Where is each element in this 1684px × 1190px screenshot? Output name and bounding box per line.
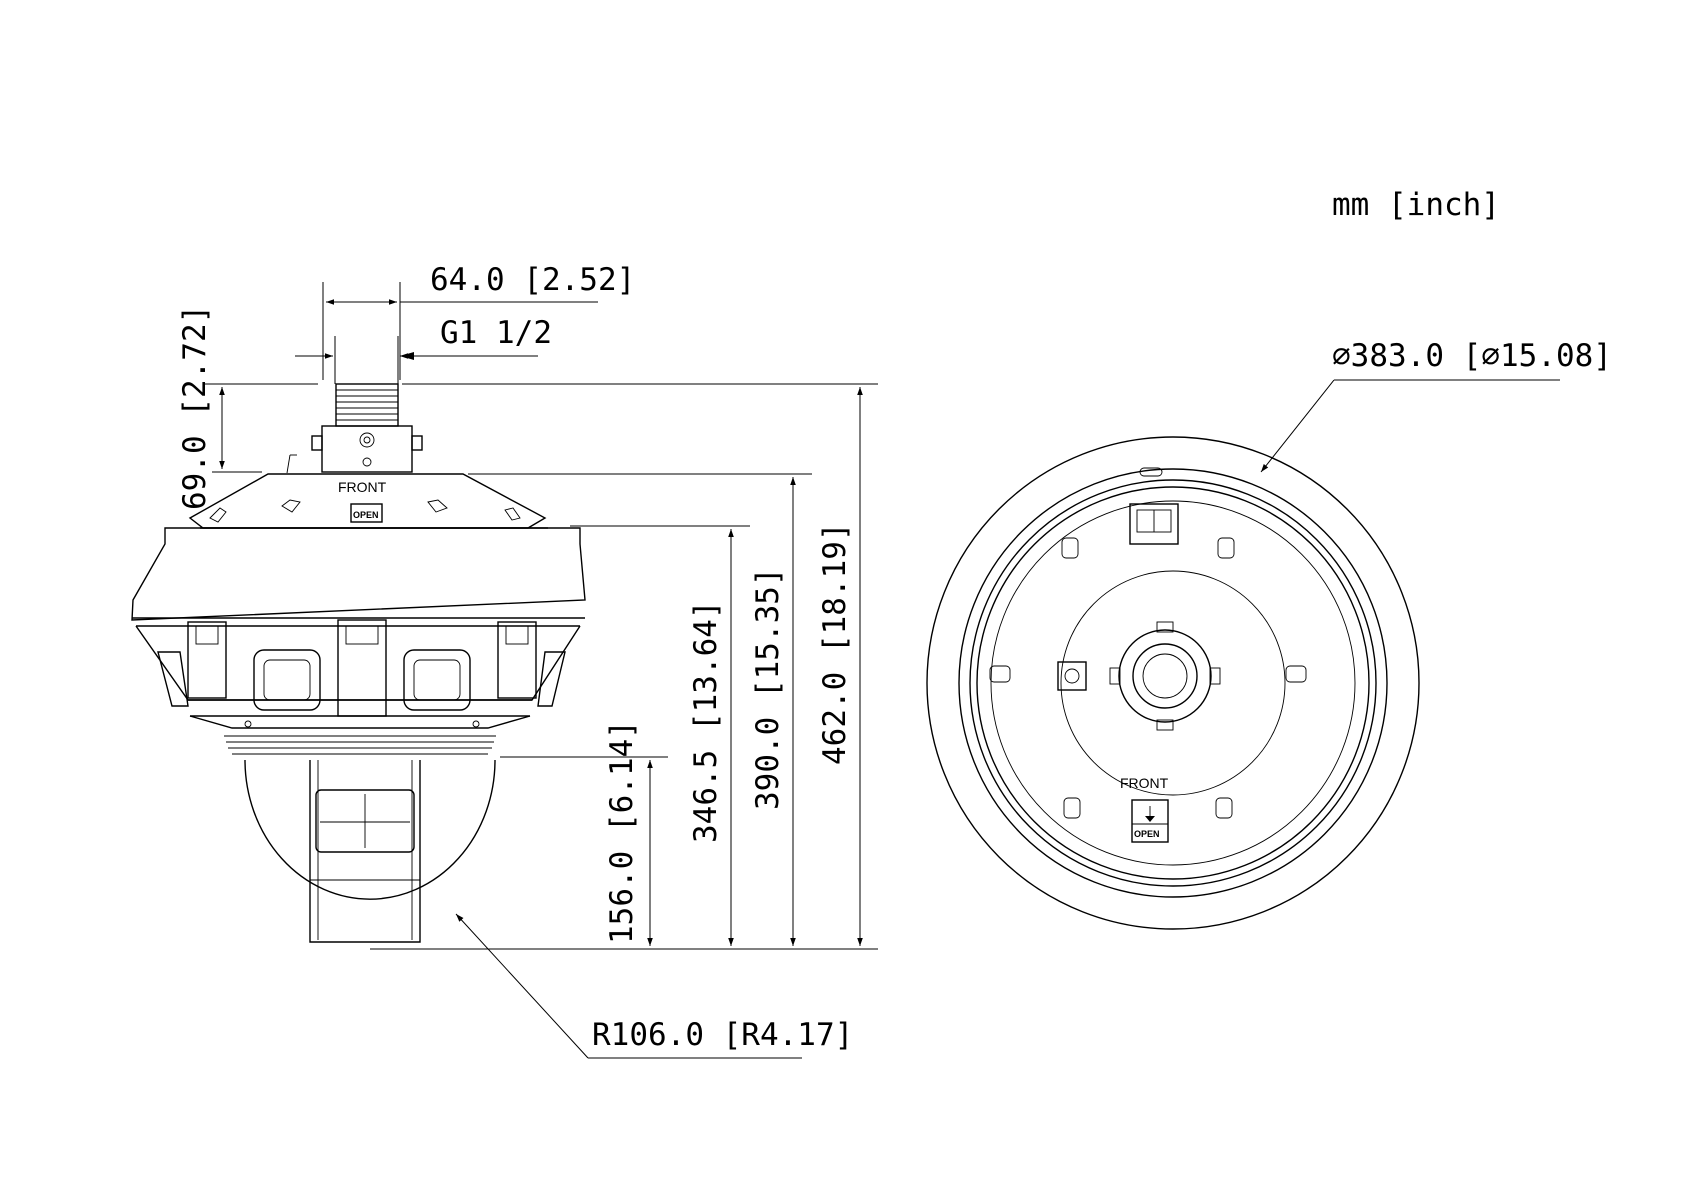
top-view: FRONT OPEN ⌀383.0 [⌀15.08] xyxy=(926,338,1612,930)
dim-dome-height: 156.0 [6.14] xyxy=(500,720,668,946)
top-open-latch: OPEN xyxy=(1131,799,1169,843)
body-height-label: 346.5 [13.64] xyxy=(688,600,724,843)
dim-top-height: 69.0 [2.72] xyxy=(177,305,318,510)
thread-spec-label: G1 1/2 xyxy=(440,315,552,351)
side-front-label: FRONT xyxy=(338,479,387,495)
dim-thread-width: 64.0 [2.52] xyxy=(322,262,635,380)
diameter-label: ⌀383.0 [⌀15.08] xyxy=(1332,338,1612,374)
thread-width-label: 64.0 [2.52] xyxy=(430,262,635,298)
top-height-label: 69.0 [2.72] xyxy=(177,305,213,510)
center-lens xyxy=(1109,621,1221,731)
mounting-lugs xyxy=(989,537,1307,819)
top-open-label: OPEN xyxy=(1134,829,1160,839)
dome-radius-label: R106.0 [R4.17] xyxy=(592,1017,853,1053)
top-clip xyxy=(1129,503,1179,545)
units-label: mm [inch] xyxy=(1332,187,1500,223)
main-body xyxy=(131,527,586,755)
dim-thread-spec: G1 1/2 xyxy=(295,315,552,384)
mounting-cap: FRONT OPEN xyxy=(188,473,548,529)
side-view: FRONT OPEN xyxy=(131,262,878,1059)
dim-housing-height: 390.0 [15.35] xyxy=(468,473,812,946)
ptz-dome xyxy=(244,759,496,943)
dim-total-height: 462.0 [18.19] xyxy=(402,383,878,946)
side-connector xyxy=(1057,661,1087,691)
dim-body-height: 346.5 [13.64] xyxy=(570,525,750,946)
side-open-label: OPEN xyxy=(353,510,379,520)
dim-dome-radius: R106.0 [R4.17] xyxy=(455,913,853,1059)
dim-diameter: ⌀383.0 [⌀15.08] xyxy=(1260,338,1612,473)
thread-pipe xyxy=(335,383,399,427)
housing-height-label: 390.0 [15.35] xyxy=(750,567,786,810)
top-front-label: FRONT xyxy=(1120,775,1169,791)
dome-height-label: 156.0 [6.14] xyxy=(604,720,640,944)
adapter-block xyxy=(286,425,423,474)
total-height-label: 462.0 [18.19] xyxy=(817,522,853,765)
